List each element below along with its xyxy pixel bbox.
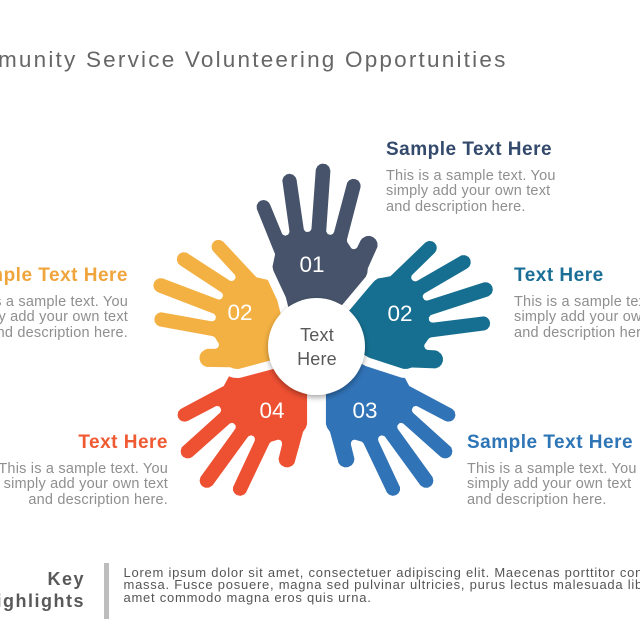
svg-text:03: 03 [352, 398, 377, 423]
svg-text:04: 04 [259, 398, 284, 423]
svg-text:02: 02 [387, 301, 412, 326]
svg-text:Here: Here [297, 349, 337, 369]
svg-text:01: 01 [299, 252, 324, 277]
svg-text:Text: Text [300, 325, 334, 345]
svg-text:02: 02 [227, 300, 252, 325]
